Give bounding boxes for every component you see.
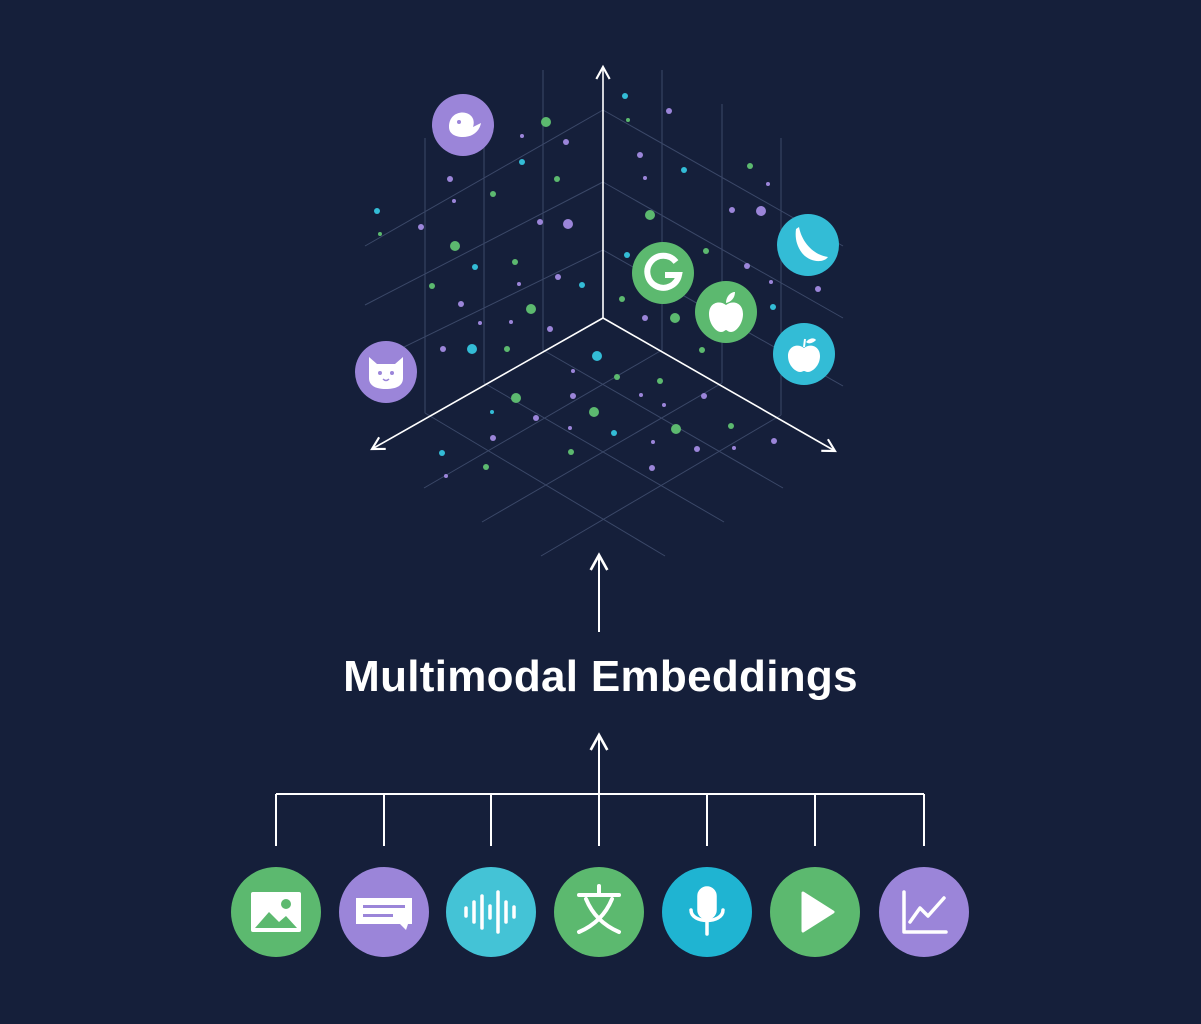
embedding-point xyxy=(670,313,680,323)
embedding-point xyxy=(554,176,560,182)
embedding-point xyxy=(467,344,477,354)
embedding-point xyxy=(447,176,453,182)
embedding-point xyxy=(701,393,707,399)
embedding-point xyxy=(490,410,494,414)
grid-lines xyxy=(364,70,844,557)
embedding-point xyxy=(671,424,681,434)
embedding-point xyxy=(624,252,630,258)
embedding-point xyxy=(681,167,687,173)
embedding-point xyxy=(483,464,489,470)
embedding-point xyxy=(378,232,382,236)
embedding-point xyxy=(571,369,575,373)
embedding-point xyxy=(504,346,510,352)
embedding-point xyxy=(626,118,630,122)
embedding-point xyxy=(651,440,655,444)
embedding-point xyxy=(444,474,448,478)
axes xyxy=(370,64,837,453)
embedding-point xyxy=(815,286,821,292)
embedding-point xyxy=(429,283,435,289)
embedding-point xyxy=(729,207,735,213)
banana-icon xyxy=(777,214,839,276)
embedding-point xyxy=(642,315,648,321)
embedding-point xyxy=(666,108,672,114)
embedding-point xyxy=(509,320,513,324)
embedding-point xyxy=(490,191,496,197)
embedding-point xyxy=(568,449,574,455)
embedding-point xyxy=(611,430,617,436)
bird-icon xyxy=(432,94,494,156)
translate-icon xyxy=(554,867,644,957)
embedding-point xyxy=(563,139,569,145)
microphone-icon xyxy=(662,867,752,957)
embedding-point xyxy=(439,450,445,456)
embedding-point xyxy=(526,304,536,314)
image-icon xyxy=(231,867,321,957)
embedding-point xyxy=(619,296,625,302)
embedding-point xyxy=(662,403,666,407)
embedding-point xyxy=(555,274,561,280)
embedding-point xyxy=(520,134,524,138)
apple-fruit-icon xyxy=(773,323,835,385)
cat-icon xyxy=(355,341,417,403)
embedding-point xyxy=(614,374,620,380)
play-icon xyxy=(770,867,860,957)
embedding-point xyxy=(374,208,380,214)
embedding-point xyxy=(770,304,776,310)
embedding-point xyxy=(771,438,777,444)
embedding-point xyxy=(458,301,464,307)
embedding-point xyxy=(699,347,705,353)
embedding-point xyxy=(563,219,573,229)
embedding-points xyxy=(374,93,821,478)
apple-logo-icon xyxy=(695,281,757,343)
embedding-point xyxy=(645,210,655,220)
embedding-point xyxy=(703,248,709,254)
embedding-point xyxy=(694,446,700,452)
embedding-point xyxy=(592,351,602,361)
embedding-point xyxy=(537,219,543,225)
embedding-point xyxy=(769,280,773,284)
embedding-point xyxy=(533,415,539,421)
embedding-point xyxy=(478,321,482,325)
embedding-point xyxy=(766,182,770,186)
embedding-point xyxy=(517,282,521,286)
embedding-point xyxy=(589,407,599,417)
embedding-point xyxy=(490,435,496,441)
embedding-point xyxy=(547,326,553,332)
embedding-point xyxy=(568,426,572,430)
embedding-point xyxy=(649,465,655,471)
embedding-point xyxy=(747,163,753,169)
embedding-point xyxy=(452,199,456,203)
embedding-point xyxy=(622,93,628,99)
embedding-point xyxy=(744,263,750,269)
embedding-point xyxy=(450,241,460,251)
embedding-point xyxy=(418,224,424,230)
embedding-point xyxy=(643,176,647,180)
embedding-point xyxy=(472,264,478,270)
chat-message-icon xyxy=(339,867,429,957)
embedding-point xyxy=(541,117,551,127)
audio-waveform-icon xyxy=(446,867,536,957)
embedding-point xyxy=(579,282,585,288)
modality-connector-tree xyxy=(275,793,925,846)
embedding-point xyxy=(728,423,734,429)
embedding-point xyxy=(756,206,766,216)
embedding-point xyxy=(511,393,521,403)
embedding-point xyxy=(512,259,518,265)
line-chart-icon xyxy=(879,867,969,957)
diagram-title: Multimodal Embeddings xyxy=(343,652,858,701)
embedding-point xyxy=(519,159,525,165)
embedding-point xyxy=(440,346,446,352)
embedding-point xyxy=(637,152,643,158)
google-icon xyxy=(632,242,694,304)
embedding-point xyxy=(657,378,663,384)
embedding-point xyxy=(570,393,576,399)
embedding-point xyxy=(732,446,736,450)
embedding-point xyxy=(639,393,643,397)
